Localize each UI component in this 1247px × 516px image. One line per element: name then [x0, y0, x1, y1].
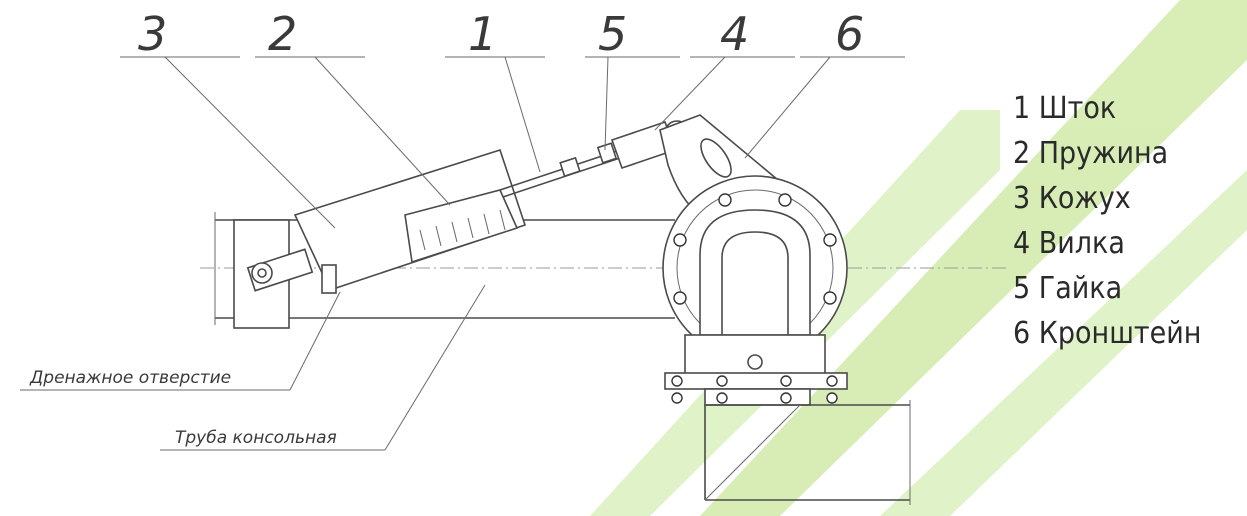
- callout-2: 2: [268, 7, 297, 61]
- watermark-stripe: [880, 170, 1247, 516]
- callout-3: 3: [138, 7, 167, 61]
- callout-5: 5: [598, 7, 627, 61]
- bolt-icon: [673, 291, 687, 305]
- bolt-icon: [780, 375, 792, 387]
- legend-item: 3 Кожух: [1013, 181, 1131, 216]
- bolt-icon: [716, 375, 728, 387]
- bolt-icon: [780, 392, 792, 404]
- callout-leaders: [20, 56, 905, 451]
- legend-item: 1 Шток: [1013, 91, 1116, 126]
- legend-item: 6 Кронштейн: [1013, 316, 1201, 351]
- bolt-icon: [778, 193, 792, 207]
- left-pivot: [246, 248, 314, 292]
- housing-3: [293, 148, 527, 294]
- bolt-icon: [823, 233, 837, 247]
- legend-item: 5 Гайка: [1013, 271, 1122, 306]
- callout-6: 6: [835, 7, 864, 61]
- bolt-icon: [826, 392, 838, 404]
- bolt-icon: [718, 193, 732, 207]
- spring-2: [419, 209, 506, 251]
- note-cantilever-pipe: Труба консольная: [175, 428, 337, 448]
- bolt-icon: [716, 392, 728, 404]
- legend-item: 2 Пружина: [1013, 136, 1168, 171]
- callout-4: 4: [720, 7, 749, 61]
- bolt-icon: [826, 375, 838, 387]
- legend-item: 4 Вилка: [1013, 226, 1125, 261]
- bolt-icon: [671, 375, 683, 387]
- bolt-icon: [671, 392, 683, 404]
- mount-block: [664, 334, 848, 406]
- legend: 1 Шток 2 Пружина 3 Кожух 4 Вилка 5 Гайка…: [1013, 91, 1201, 351]
- round-flange: [662, 175, 848, 361]
- note-drain-hole: Дренажное отверстие: [29, 368, 231, 388]
- bolt-icon: [823, 291, 837, 305]
- nut-5: [559, 142, 618, 178]
- callout-1: 1: [468, 7, 497, 61]
- lower-pipe: [704, 400, 911, 505]
- bolt-icon: [673, 233, 687, 247]
